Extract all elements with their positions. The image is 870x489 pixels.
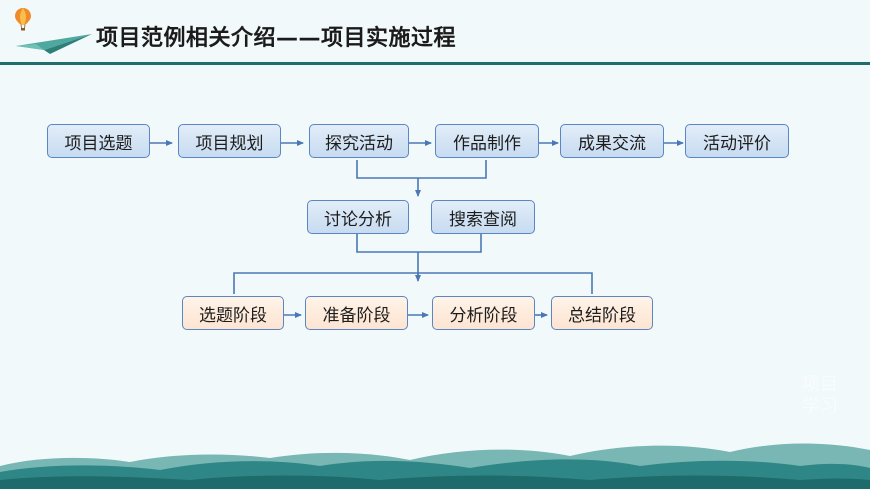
step-activity-evaluation: 活动评价 [685, 124, 789, 158]
step-search-lookup: 搜索查阅 [431, 200, 535, 234]
step-work-production: 作品制作 [435, 124, 539, 158]
page-title: 项目范例相关介绍——项目实施过程 [96, 26, 457, 51]
watermark-text: 项目学习 [802, 374, 838, 417]
phase-summary: 总结阶段 [551, 296, 653, 330]
step-project-planning: 项目规划 [178, 124, 281, 158]
title-divider [0, 62, 870, 65]
step-result-exchange: 成果交流 [560, 124, 664, 158]
step-discussion-analysis: 讨论分析 [307, 200, 409, 234]
phase-selection: 选题阶段 [182, 296, 284, 330]
step-inquiry-activity: 探究活动 [309, 124, 409, 158]
paper-plane-icon [14, 30, 94, 60]
phase-preparation: 准备阶段 [305, 296, 408, 330]
hot-air-balloon-icon [14, 7, 32, 35]
phase-analysis: 分析阶段 [432, 296, 535, 330]
step-project-selection: 项目选题 [47, 124, 150, 158]
